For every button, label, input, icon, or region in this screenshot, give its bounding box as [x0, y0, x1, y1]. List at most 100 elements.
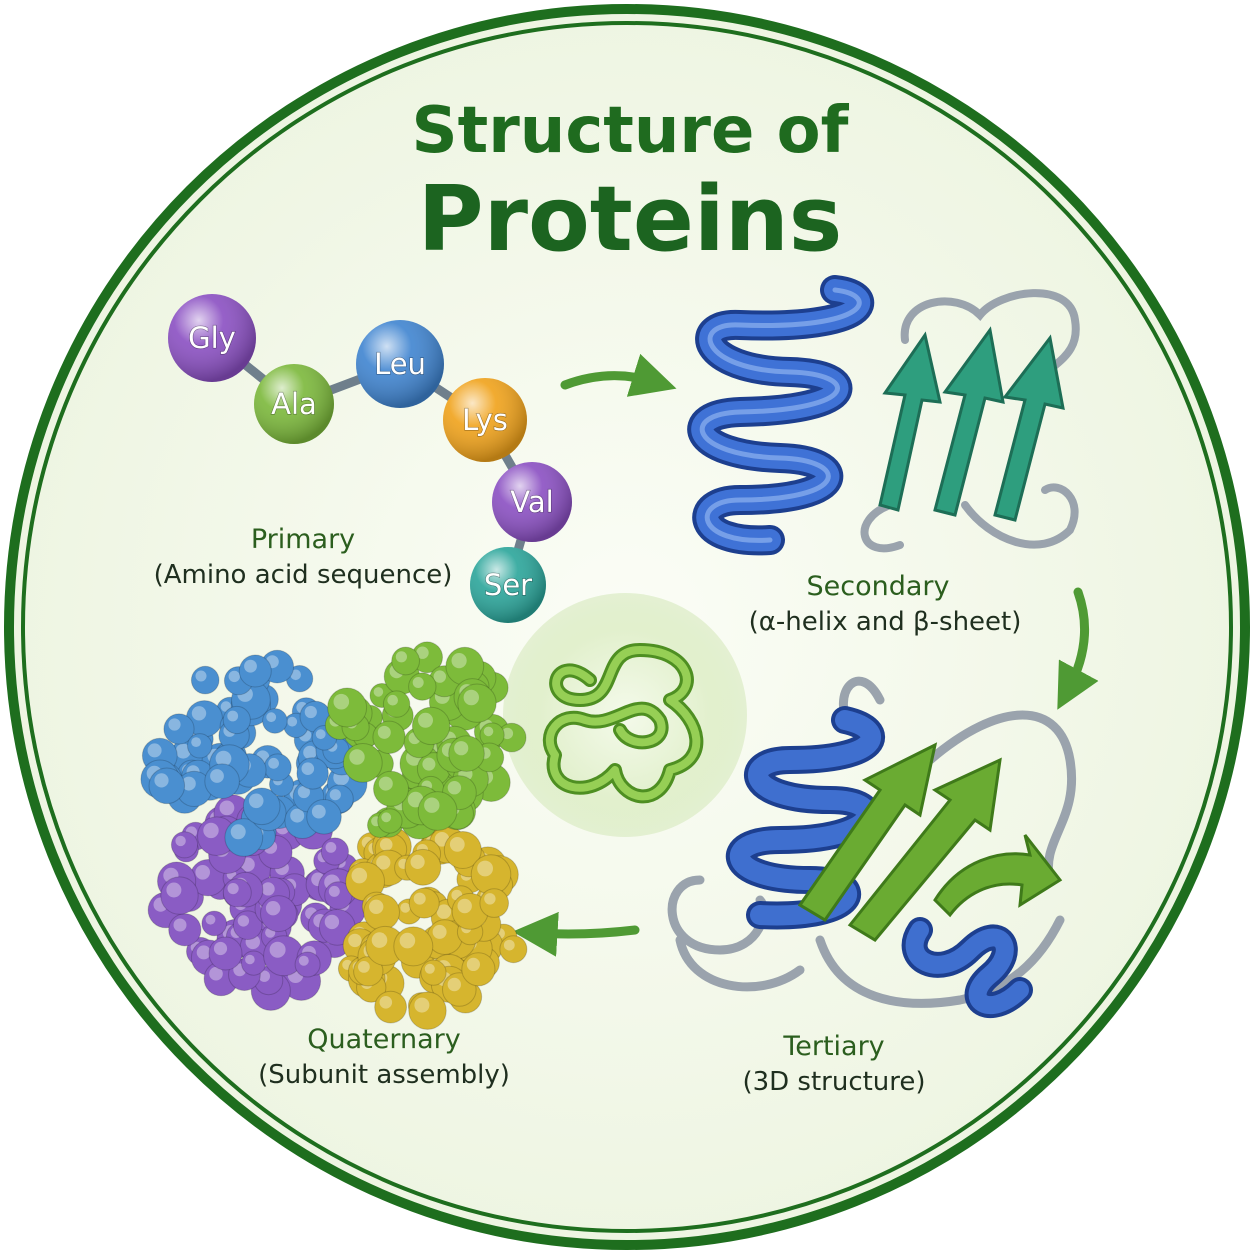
subunit-sphere-highlight: [191, 737, 202, 747]
quaternary-subtitle: (Subunit assembly): [258, 1060, 510, 1090]
subunit-sphere-highlight: [268, 757, 279, 769]
subunit-sphere: [382, 690, 411, 718]
tertiary-strand-2: [847, 757, 1002, 942]
subunit-sphere: [208, 936, 243, 971]
subunit-sphere-highlight: [447, 781, 462, 795]
subunit-sphere: [448, 735, 485, 772]
amino-acid-leu: Leu: [356, 320, 444, 408]
subunit-sphere: [443, 831, 482, 869]
subunit-sphere-highlight: [399, 932, 416, 949]
tertiary-strand-3: [933, 834, 1063, 918]
svg-text:Val: Val: [510, 485, 553, 519]
subunit-sphere: [163, 713, 195, 745]
beta-strand-2: [933, 326, 1005, 517]
subunit-sphere: [377, 808, 403, 834]
quaternary-assembly: [140, 641, 528, 1030]
subunit-sphere-highlight: [379, 996, 393, 1009]
svg-text:Gly: Gly: [188, 321, 236, 355]
subunit-sphere-highlight: [227, 883, 239, 895]
tertiary-coil: [667, 676, 1076, 1008]
subunit-sphere-highlight: [333, 693, 350, 710]
title-line-2: Proteins: [418, 167, 843, 272]
arrow-primary-to-secondary: [560, 353, 677, 397]
subunit-sphere-highlight: [483, 726, 494, 737]
subunit-sphere-highlight: [454, 741, 469, 756]
subunit-sphere: [168, 913, 202, 947]
subunit-sphere-highlight: [371, 932, 388, 948]
subunit-sphere-highlight: [377, 725, 391, 739]
tertiary-strand-1: [797, 742, 938, 923]
subunit-sphere-highlight: [436, 904, 452, 919]
subunit-sphere-highlight: [381, 812, 392, 823]
subunit-sphere: [170, 831, 199, 859]
subunit-sphere-highlight: [414, 997, 430, 1013]
subunit-sphere: [294, 951, 321, 978]
subunit-sphere: [222, 878, 252, 908]
subunit-sphere-highlight: [400, 902, 411, 913]
subunit-sphere-highlight: [463, 689, 479, 706]
subunit-sphere-highlight: [416, 646, 429, 659]
subunit-sphere-highlight: [434, 832, 450, 847]
subunit-sphere: [373, 770, 409, 807]
subunit-sphere: [242, 787, 281, 826]
secondary-label: Secondary: [807, 571, 950, 602]
subunit-sphere-highlight: [358, 961, 370, 973]
subunit-sphere-highlight: [228, 670, 240, 683]
subunit-sphere-highlight: [503, 939, 515, 951]
subunit-sphere: [342, 743, 383, 783]
subunit-sphere-highlight: [447, 977, 461, 992]
subunit-sphere-highlight: [205, 914, 216, 925]
alpha-helix: [687, 275, 874, 556]
subunit-sphere-highlight: [181, 776, 196, 791]
subunit-sphere-highlight: [324, 914, 340, 930]
subunit-sphere: [411, 706, 451, 746]
subunit-sphere-highlight: [266, 712, 277, 723]
inner-frame-ring: [21, 21, 1233, 1233]
subunit-sphere: [420, 959, 447, 986]
subunit-sphere: [327, 687, 368, 728]
subunit-sphere-highlight: [248, 793, 264, 809]
subunit-sphere: [391, 646, 421, 676]
amino-acid-ser: Ser: [470, 547, 546, 623]
subunit-sphere-highlight: [378, 776, 393, 791]
subunit-green: [324, 641, 527, 840]
subunit-sphere-highlight: [301, 762, 315, 775]
subunit-sphere-highlight: [449, 837, 465, 852]
subunit-sphere: [372, 720, 406, 754]
subunit-sphere-highlight: [424, 797, 440, 813]
svg-text:Ser: Ser: [484, 568, 532, 602]
subunit-sphere-highlight: [410, 854, 425, 870]
beta-sheet: [860, 289, 1080, 553]
subunit-sphere-highlight: [287, 716, 298, 727]
amino-acid-val: Val: [492, 462, 572, 542]
svg-text:Ala: Ala: [271, 387, 317, 421]
svg-text:Leu: Leu: [374, 347, 426, 381]
subunit-sphere: [204, 763, 240, 800]
tertiary-subtitle: (3D structure): [742, 1067, 925, 1097]
beta-strand-1: [878, 331, 942, 512]
title-line-1: Structure of: [412, 94, 850, 168]
subunit-sphere-highlight: [215, 750, 232, 767]
subunit-sphere-highlight: [261, 882, 275, 896]
subunit-sphere-highlight: [230, 824, 246, 840]
subunit-sphere-highlight: [203, 822, 219, 839]
beta-strand-3: [993, 334, 1065, 522]
subunit-sphere-highlight: [227, 710, 239, 722]
svg-text:Lys: Lys: [462, 403, 508, 437]
subunit-sphere: [232, 910, 263, 941]
subunit-sphere: [393, 926, 434, 967]
subunit-sphere-highlight: [413, 892, 426, 905]
subunit-sphere-highlight: [237, 915, 250, 927]
subunit-sphere: [262, 708, 288, 734]
subunit-sphere: [470, 854, 512, 895]
subunit-sphere-highlight: [325, 842, 337, 853]
subunit-sphere: [148, 767, 186, 805]
amino-acid-chain: Gly Ala Leu Lys Val Ser: [168, 294, 572, 623]
subunit-sphere-highlight: [219, 800, 235, 816]
subunit-sphere: [201, 910, 227, 937]
subunit-sphere-highlight: [418, 712, 433, 728]
subunit-sphere-highlight: [195, 670, 207, 682]
primary-subtitle: (Amino acid sequence): [154, 560, 453, 590]
subunit-sphere-highlight: [213, 941, 228, 956]
